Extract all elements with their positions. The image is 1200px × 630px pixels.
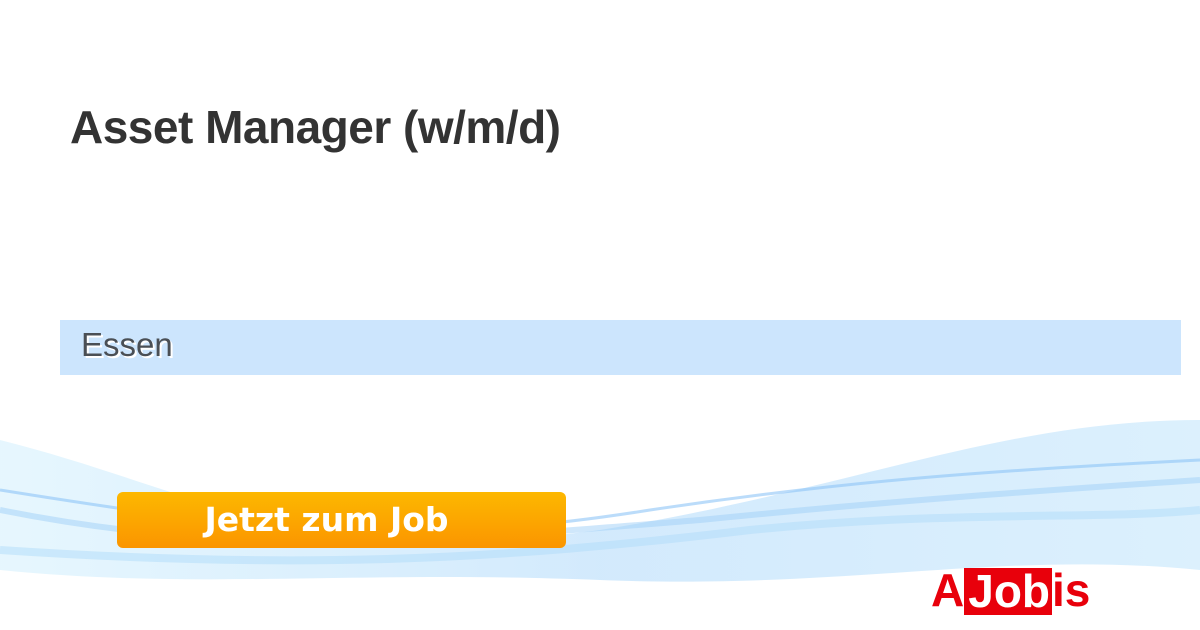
location-label: Essen: [81, 326, 173, 363]
logo-letter-a: A: [931, 564, 965, 616]
apply-button[interactable]: Jetzt zum Job: [117, 492, 566, 548]
location-bar: Essen: [60, 320, 1181, 375]
logo-job-block: Job: [964, 568, 1053, 615]
logo-letters-is: is: [1052, 564, 1091, 616]
job-title: Asset Manager (w/m/d): [70, 101, 561, 153]
